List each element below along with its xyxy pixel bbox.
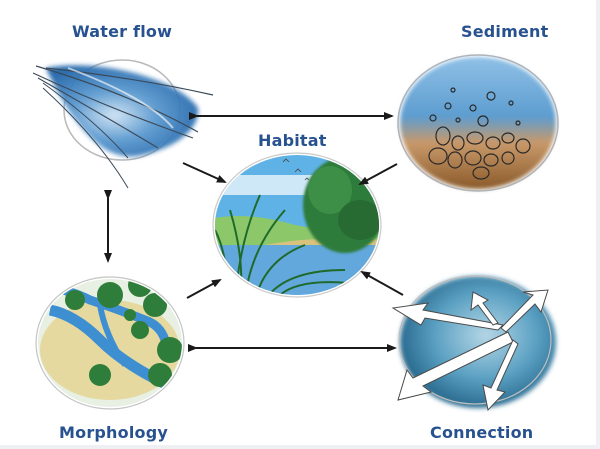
- arrow-sediment-habitat: [358, 163, 398, 185]
- sediment-pebbles-icon: [397, 54, 559, 192]
- connection-arrows-icon: [391, 275, 556, 412]
- label-sediment: Sediment: [461, 22, 549, 41]
- morphology-node: [30, 265, 200, 415]
- connection-node: [383, 270, 563, 420]
- arrow-waterflow-habitat: [182, 162, 227, 183]
- water-flow-node: [28, 48, 218, 193]
- sediment-node: [393, 48, 568, 198]
- arrow-connection-habitat: [360, 271, 404, 296]
- label-water-flow: Water flow: [72, 22, 173, 41]
- arrow-morphology-habitat: [186, 279, 222, 299]
- label-habitat: Habitat: [258, 131, 327, 150]
- label-connection: Connection: [430, 423, 534, 442]
- river-morphology-icon: [35, 276, 185, 410]
- label-morphology: Morphology: [59, 423, 168, 442]
- water-flow-streaks-icon: [32, 59, 214, 189]
